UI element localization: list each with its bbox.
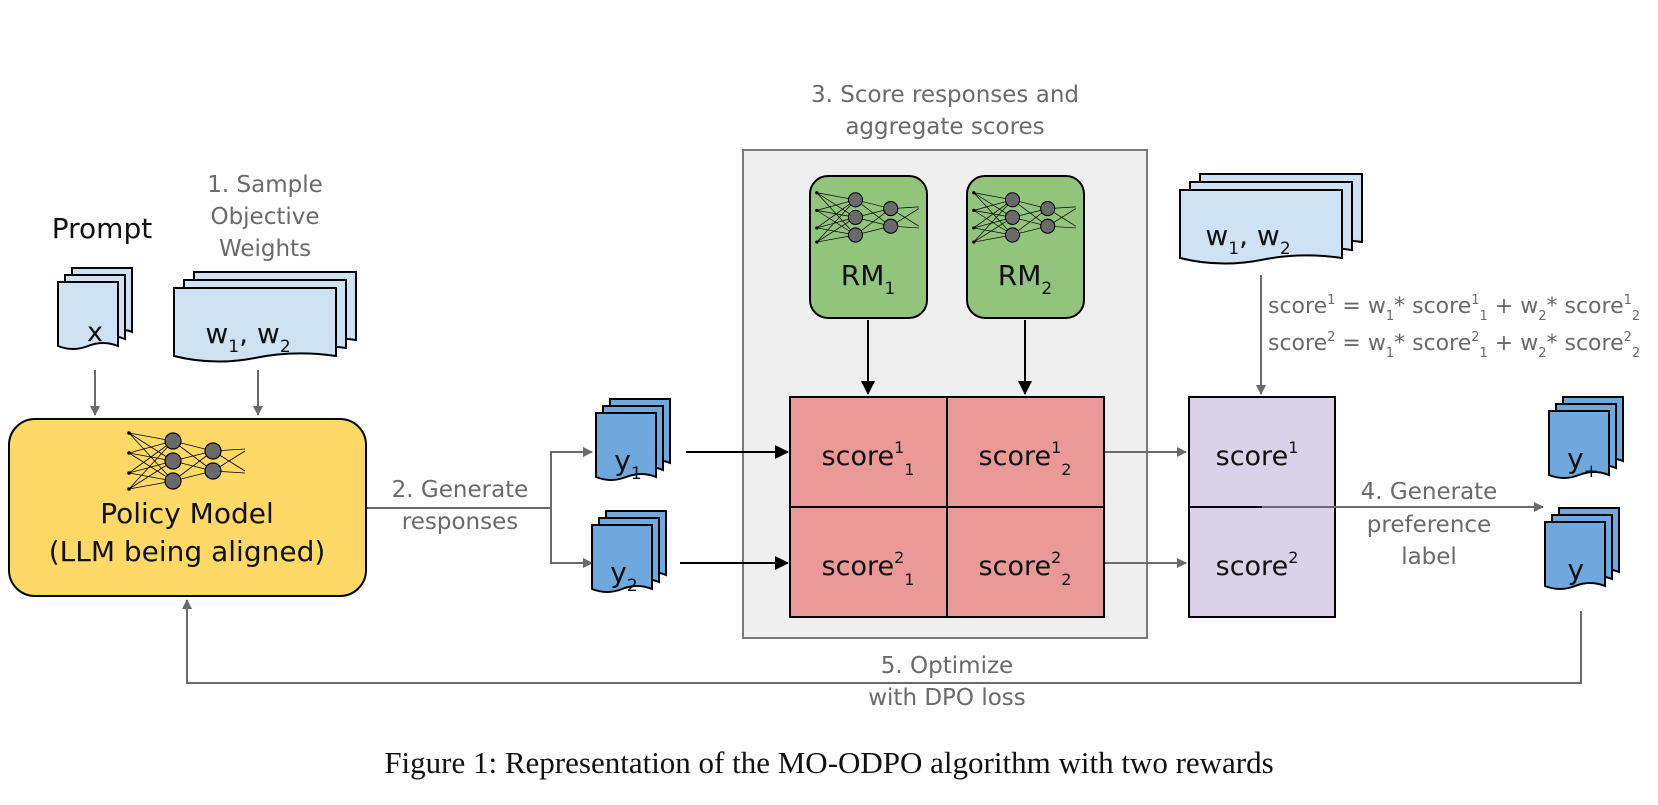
score-cell-2-2 [946, 506, 1105, 618]
step5-label-bg [862, 684, 1032, 714]
score-cell-1-1 [789, 396, 948, 508]
aggregation-formula-2: score2 = w1* score21 + w2* score22 [1268, 330, 1640, 361]
step4-label-bg [1350, 509, 1510, 569]
dpo-feedback-arrow [182, 599, 1582, 684]
svg-text:1. Sample: 1. Sample [207, 172, 323, 198]
score-label-1-2: score12 [979, 438, 1072, 479]
reward-model-1-label: RM1 [841, 259, 895, 299]
reward-model-2-label: RM2 [998, 259, 1052, 299]
aggregate-score-1-box [1188, 396, 1336, 508]
svg-text:preference: preference [1367, 512, 1491, 538]
policy-model-box [8, 418, 367, 597]
score-label-1-1: score11 [822, 438, 915, 479]
svg-text:responses: responses [402, 509, 518, 535]
step3-label: 3. Score responses and aggregate scores [811, 82, 1079, 140]
preferred-response-label: y+ [1567, 442, 1599, 482]
svg-text:aggregate scores: aggregate scores [845, 114, 1044, 140]
reward-model-1-box [809, 175, 928, 319]
response-y1-label: y1 [614, 444, 641, 484]
aggregation-formula-1: score1 = w1* score11 + w2* score12 [1268, 293, 1640, 324]
aggregate-score-2-box [1188, 506, 1336, 618]
response-y2-label: y2 [610, 556, 637, 596]
score-cell-1-2 [946, 396, 1105, 508]
svg-text:2. Generate: 2. Generate [392, 477, 529, 503]
step2-label: 2. Generate responses [392, 477, 529, 535]
svg-text:with DPO loss: with DPO loss [868, 685, 1026, 711]
policy-model-title: Policy Model [100, 497, 274, 530]
score-label-2-1: score21 [822, 548, 915, 589]
svg-text:Objective: Objective [210, 204, 319, 230]
aggregate-score-1-label: score1 [1216, 438, 1299, 472]
step4-label: 4. Generate preference label [1361, 479, 1498, 570]
aggregation-weights-label: w1, w2 [1205, 219, 1290, 259]
prompt-variable: x [87, 317, 103, 348]
aggregate-score-2-label: score2 [1216, 548, 1299, 582]
generate-arrow-y1 [367, 447, 593, 509]
svg-text:Weights: Weights [219, 236, 311, 262]
generate-arrow-y2 [550, 508, 593, 568]
svg-text:label: label [1401, 544, 1457, 570]
prompt-label: Prompt [52, 212, 152, 245]
svg-text:4. Generate: 4. Generate [1361, 479, 1498, 505]
step1-label: 1. Sample Objective Weights [207, 172, 323, 262]
svg-text:3. Score responses and: 3. Score responses and [811, 82, 1079, 108]
weights-label: w1, w2 [205, 317, 290, 357]
rejected-response-label: y- [1567, 553, 1590, 593]
score-label-2-2: score22 [979, 548, 1072, 589]
figure-caption: Figure 1: Representation of the MO-ODPO … [384, 745, 1274, 780]
policy-model-subtitle: (LLM being aligned) [49, 535, 326, 568]
reward-model-2-box [966, 175, 1085, 319]
svg-text:5. Optimize: 5. Optimize [881, 653, 1013, 679]
step5-label: 5. Optimize with DPO loss [868, 653, 1026, 711]
